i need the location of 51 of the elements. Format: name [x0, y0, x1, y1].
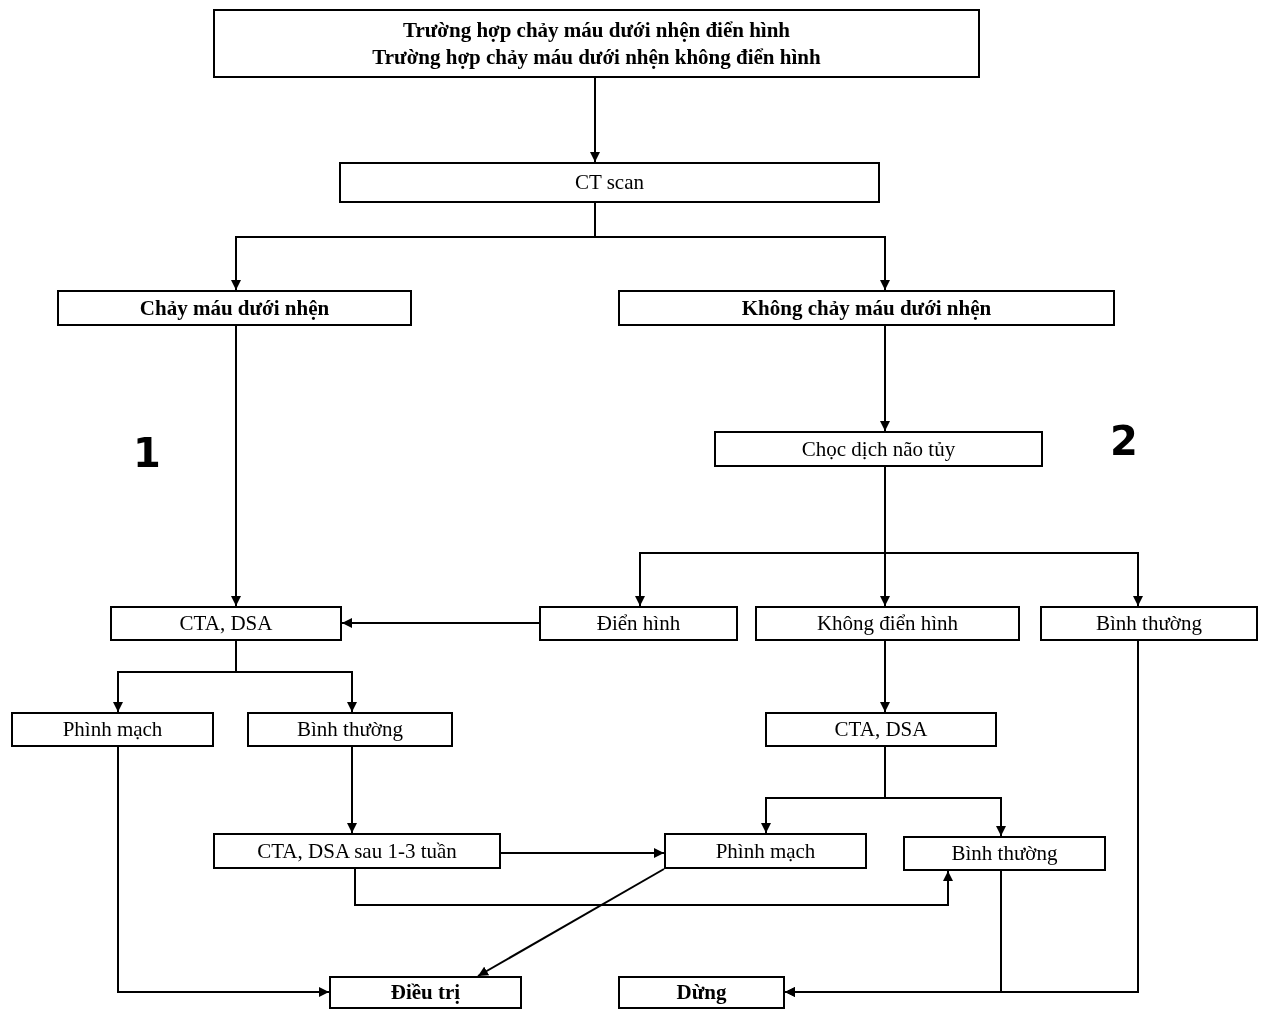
process-box — [755, 606, 1020, 641]
box-text: Không điển hình — [816, 610, 959, 637]
arrow — [341, 618, 540, 628]
process-box — [213, 833, 501, 869]
box-text: CT scan — [575, 169, 644, 196]
process-box — [1040, 606, 1258, 641]
arrow — [354, 868, 953, 906]
process-box — [539, 606, 738, 641]
box-text: Bình thường — [951, 840, 1058, 867]
box-text: Điều trị — [390, 979, 461, 1006]
arrow — [594, 202, 890, 291]
process-box — [618, 976, 785, 1009]
box-text: Chảy máu dưới nhện — [139, 294, 330, 322]
box-text: Phình mạch — [62, 716, 163, 743]
arrow — [884, 746, 1006, 837]
box-text: CTA, DSA — [834, 716, 928, 743]
box-text: CTA, DSA sau 1-3 tuần — [257, 837, 457, 865]
box-text: Chọc dịch não tủy — [801, 435, 956, 463]
process-box — [11, 712, 214, 747]
arrow — [880, 325, 890, 432]
process-box — [714, 431, 1043, 467]
arrow — [500, 848, 665, 858]
arrow — [235, 640, 357, 713]
box-text: Không chảy máu dưới nhện — [741, 294, 992, 322]
branch-number: 2 — [1110, 421, 1138, 461]
process-box — [213, 9, 980, 78]
process-box — [247, 712, 453, 747]
box-text: Bình thường — [1096, 610, 1202, 637]
process-box — [110, 606, 342, 641]
box-text: Trường hợp chảy máu dưới nhện không điển hình — [372, 43, 821, 70]
arrow — [784, 640, 1139, 997]
arrow — [590, 77, 600, 163]
arrow — [347, 746, 357, 834]
process-box — [664, 833, 867, 869]
box-text: Trường hợp chảy máu dưới nhện điển hình — [402, 17, 791, 44]
branch-number: 1 — [133, 433, 161, 473]
process-box — [339, 162, 880, 203]
box-text: Điển hình — [596, 610, 681, 637]
process-box — [903, 836, 1106, 871]
arrow — [880, 640, 890, 713]
process-box — [329, 976, 522, 1009]
box-text: CTA, DSA — [179, 610, 273, 637]
box-text: Bình thường — [297, 716, 403, 743]
process-box — [618, 290, 1115, 326]
arrow — [231, 325, 241, 607]
process-box — [57, 290, 412, 326]
box-text: Dừng — [676, 979, 727, 1006]
process-box — [765, 712, 997, 747]
arrow — [477, 868, 665, 977]
box-text: Phình mạch — [715, 837, 816, 865]
arrow — [117, 746, 330, 997]
